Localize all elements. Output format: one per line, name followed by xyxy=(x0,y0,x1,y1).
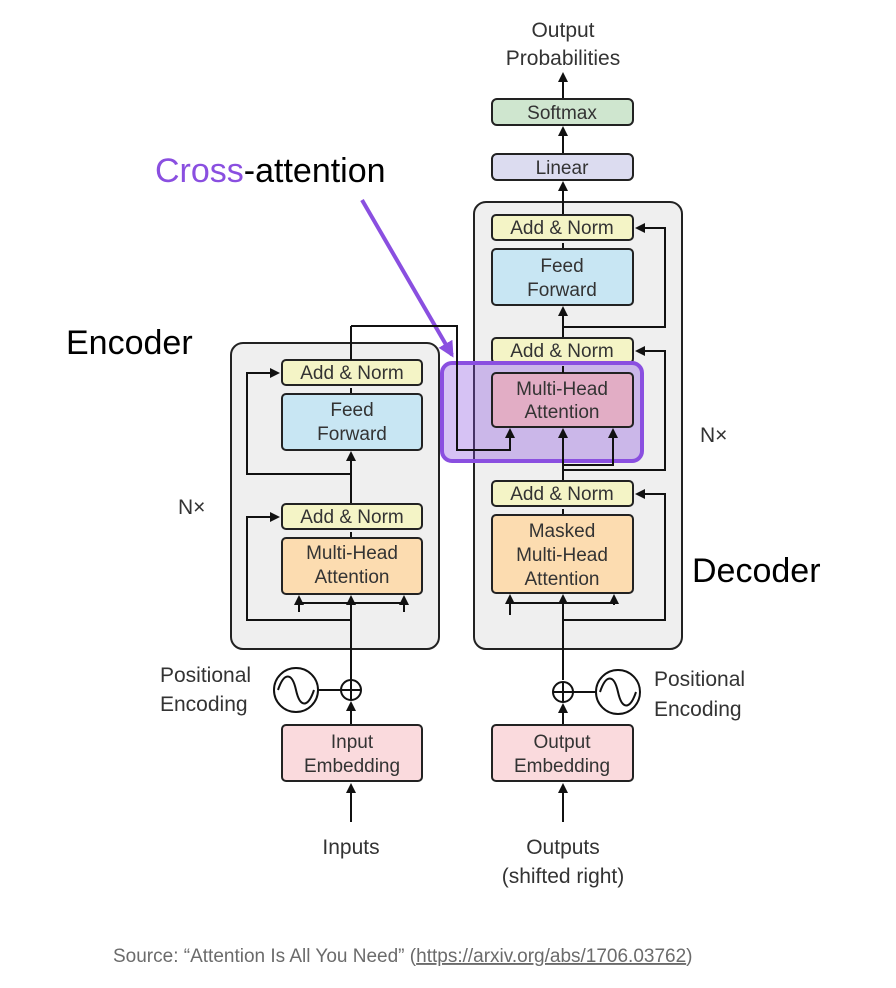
inputs-label: Inputs xyxy=(322,836,379,859)
encoder-addnorm-bottom xyxy=(281,503,423,530)
decoder-masked-line1: Masked xyxy=(529,521,596,542)
encoder-mha-line2: Attention xyxy=(315,567,390,588)
decoder-plus-glyph xyxy=(553,682,573,702)
cross-attention-pointer xyxy=(360,198,454,358)
decoder-addnorm-bottom xyxy=(491,480,634,507)
dec-masked-input-lines xyxy=(509,597,615,680)
input-embedding-line1: Input xyxy=(331,732,374,753)
cross-attn-query-arrow xyxy=(562,428,618,482)
encoder-ff-line1: Feed xyxy=(330,400,373,421)
output-probabilities-line1: Output xyxy=(531,19,594,42)
encoder-mha xyxy=(281,537,423,595)
encoder-output-route xyxy=(351,325,515,451)
decoder-masked-line3: Attention xyxy=(525,569,600,590)
decoder-label: Decoder xyxy=(692,552,821,590)
decoder-nx-label: N× xyxy=(700,424,727,447)
linear-label: Linear xyxy=(536,158,589,179)
softmax-label: Softmax xyxy=(527,103,597,124)
decoder-addnorm-top-label: Add & Norm xyxy=(510,218,613,239)
encoder-nx-label: N× xyxy=(178,496,205,519)
pos-enc-left-line1: Positional xyxy=(160,664,251,687)
source-link[interactable]: https://arxiv.org/abs/1706.03762 xyxy=(416,946,686,967)
decoder-ff-line1: Feed xyxy=(540,256,583,277)
outputs-label-line1: Outputs xyxy=(526,836,600,859)
decoder-cross-mha-line1: Multi-Head xyxy=(516,379,608,400)
output-embedding-line2: Embedding xyxy=(514,756,610,777)
encoder-sine-wave xyxy=(277,675,315,705)
decoder-cross-mha-line2: Attention xyxy=(525,402,600,423)
pos-enc-left-line2: Encoding xyxy=(160,693,248,716)
output-embedding-block xyxy=(491,724,634,782)
decoder-addnorm-bottom-label: Add & Norm xyxy=(510,484,613,505)
pos-enc-right-line1: Positional xyxy=(654,668,745,691)
decoder-masked-mha xyxy=(491,514,634,594)
dec-residual-bottom xyxy=(563,489,666,621)
output-probabilities-line2: Probabilities xyxy=(506,47,620,70)
decoder-masked-line2: Multi-Head xyxy=(516,545,608,566)
decoder-ff-line2: Forward xyxy=(527,280,597,301)
decoder-addnorm-top xyxy=(491,214,634,241)
dec-residual-mid xyxy=(563,346,666,471)
decoder-feed-forward xyxy=(491,248,634,306)
encoder-addnorm-bottom-label: Add & Norm xyxy=(300,507,403,528)
pos-enc-right-line2: Encoding xyxy=(654,698,742,721)
encoder-plus-glyph xyxy=(341,680,361,700)
linear-block xyxy=(491,153,634,181)
enc-residual-bottom xyxy=(246,512,351,621)
encoder-label: Encoder xyxy=(66,324,193,362)
encoder-addnorm-top-label: Add & Norm xyxy=(300,363,403,384)
encoder-feed-forward xyxy=(281,393,423,451)
dec-residual-top xyxy=(563,223,666,328)
input-embedding-line2: Embedding xyxy=(304,756,400,777)
source-citation: Source: “Attention Is All You Need” (htt… xyxy=(113,946,693,967)
softmax-block xyxy=(491,98,634,126)
encoder-ff-line2: Forward xyxy=(317,424,387,445)
outputs-label-line2: (shifted right) xyxy=(502,865,625,888)
decoder-addnorm-mid-label: Add & Norm xyxy=(510,341,613,362)
enc-residual-top xyxy=(246,368,351,475)
input-embedding-block xyxy=(281,724,423,782)
output-embedding-line1: Output xyxy=(533,732,591,753)
encoder-mha-line1: Multi-Head xyxy=(306,543,398,564)
decoder-sine-wave xyxy=(599,677,637,707)
cross-attention-title: Cross-attention xyxy=(155,152,386,190)
